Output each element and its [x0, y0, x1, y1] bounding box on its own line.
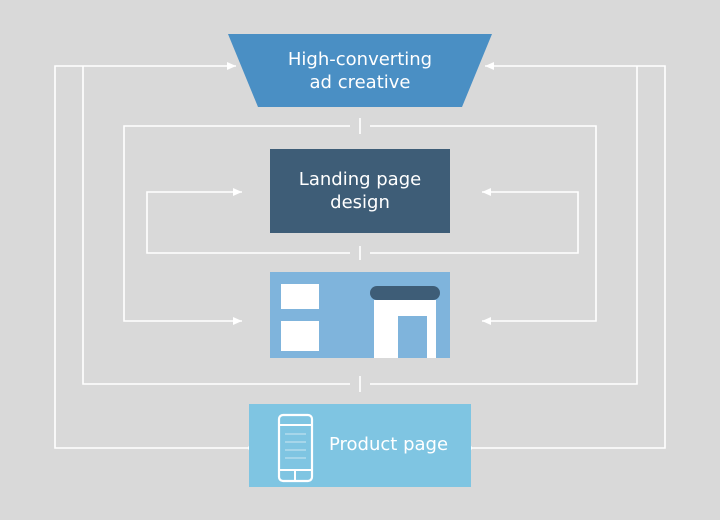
landing-page-design-node: Landing page design	[270, 149, 450, 233]
connector-mid-to-ad-right	[370, 66, 638, 385]
connector-top-to-layout-right	[370, 125, 597, 325]
product-page-label: Product page	[329, 434, 449, 455]
layout-block-top-left	[281, 284, 319, 309]
connector-mid-to-ad-left	[82, 66, 350, 385]
ad-creative-node: High-converting ad creative	[228, 34, 492, 107]
landing-page-design-label-line1: Landing page	[298, 169, 422, 190]
ad-creative-label-line1: High-converting	[287, 48, 433, 70]
connector-product-to-ad-left	[54, 62, 249, 449]
connector-top-to-layout-left	[123, 125, 350, 325]
connector-inner-to-design-left	[146, 188, 350, 254]
product-page-node: Product page	[249, 404, 471, 487]
landing-page-design-label: Landing page design	[299, 168, 421, 214]
ad-creative-shape	[228, 34, 492, 107]
connector-product-to-ad-right	[471, 62, 666, 449]
layout-header-bar	[370, 286, 440, 300]
layout-door-top	[374, 300, 436, 316]
ad-creative-label-line2: ad creative	[309, 71, 411, 93]
page-layout-node	[270, 272, 450, 358]
ad-creative-label: High-converting ad creative	[260, 48, 460, 94]
landing-page-design-label-line2: design	[330, 192, 390, 213]
layout-block-bottom-left	[281, 321, 319, 351]
layout-door-right	[427, 300, 436, 358]
connector-inner-to-design-right	[370, 188, 579, 254]
mobile-phone-icon	[277, 413, 314, 483]
